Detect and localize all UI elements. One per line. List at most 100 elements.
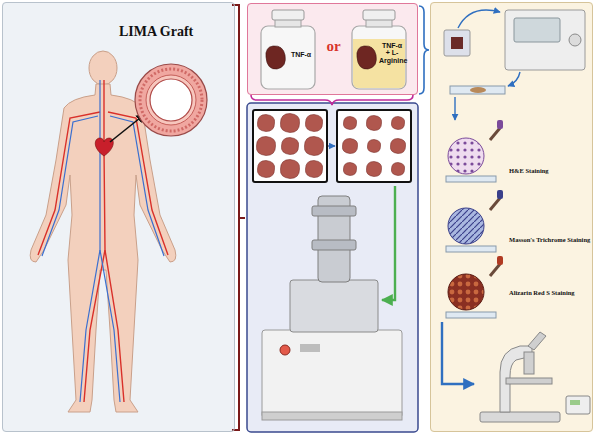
cryostat-machine bbox=[505, 10, 585, 70]
tissue-piece bbox=[390, 139, 405, 154]
glass-slide bbox=[450, 86, 505, 94]
stained-section bbox=[490, 264, 500, 276]
glass-slide bbox=[450, 86, 505, 120]
histology-panel: H&E StainingMasson's Trichrome StainingA… bbox=[430, 2, 593, 432]
flow-arrow bbox=[382, 186, 395, 300]
bottle-cap bbox=[272, 10, 304, 20]
light-microscope bbox=[506, 378, 552, 384]
cryostat-machine bbox=[514, 18, 560, 42]
stained-section bbox=[448, 208, 484, 244]
grouping-bracket bbox=[239, 217, 245, 219]
electron-microscope bbox=[280, 345, 290, 355]
tissue-pieces bbox=[256, 114, 405, 179]
cryostat-machine bbox=[444, 30, 470, 56]
vein-lines bbox=[42, 116, 98, 256]
vein-lines bbox=[42, 80, 164, 402]
electron-microscope bbox=[290, 280, 378, 332]
bottle-body bbox=[261, 26, 315, 89]
electron-microscope bbox=[312, 206, 356, 216]
bottle-label: TNF-α + L- Arginine bbox=[379, 42, 405, 64]
panel-background bbox=[430, 2, 593, 432]
panel-background bbox=[2, 2, 235, 432]
bottle-body bbox=[352, 26, 406, 89]
grouping-brace bbox=[251, 95, 413, 105]
tissue-sample bbox=[357, 46, 376, 69]
tissue-piece bbox=[391, 117, 404, 130]
human-body bbox=[30, 84, 176, 412]
stained-section bbox=[490, 128, 500, 140]
light-microscope bbox=[480, 412, 560, 422]
flow-arrow bbox=[382, 186, 395, 300]
light-microscope bbox=[566, 396, 590, 414]
stain-label: Masson's Trichrome Staining bbox=[509, 237, 591, 244]
stained-section bbox=[490, 198, 500, 210]
panel-background bbox=[247, 3, 418, 95]
stained-section bbox=[497, 190, 503, 199]
tissue-piece bbox=[280, 114, 299, 133]
cryostat-machine bbox=[569, 34, 581, 46]
glass-slide bbox=[470, 87, 486, 93]
artery-lines bbox=[84, 80, 105, 402]
tissue-piece bbox=[343, 163, 356, 176]
tissue-grid-frame bbox=[253, 110, 411, 182]
treatment-box: orTNF-α TNF-α + L- Arginine bbox=[247, 3, 418, 95]
electron-microscope bbox=[300, 344, 320, 352]
light-microscope bbox=[480, 332, 590, 422]
vein-lines bbox=[80, 80, 100, 402]
flow-arrow bbox=[442, 322, 474, 384]
tissue-piece bbox=[367, 140, 380, 153]
electron-microscope bbox=[262, 330, 402, 418]
cryostat-machine bbox=[508, 72, 520, 86]
tissue-sample bbox=[266, 46, 285, 69]
tissue-piece bbox=[257, 115, 274, 132]
grouping-brace bbox=[251, 95, 413, 105]
artery-cross-section bbox=[146, 75, 196, 125]
tissue-grid-frame bbox=[337, 110, 411, 182]
tissue-piece bbox=[305, 161, 322, 178]
artery-lines bbox=[105, 250, 124, 402]
panel-background bbox=[247, 103, 418, 432]
stained-section bbox=[497, 256, 503, 265]
stained-section bbox=[446, 120, 503, 318]
cryostat-machine bbox=[458, 10, 500, 28]
conjunction-label: or bbox=[319, 39, 348, 55]
bottle-outline bbox=[348, 9, 410, 91]
reagent-bottle: TNF-α bbox=[257, 9, 319, 91]
tissue-piece bbox=[343, 117, 356, 130]
artery-lines bbox=[38, 112, 100, 255]
electron-microscope bbox=[262, 196, 402, 420]
tissue-piece bbox=[304, 137, 323, 156]
grouping-brace bbox=[419, 6, 429, 94]
artery-cross-section bbox=[140, 69, 202, 131]
bottle-cap bbox=[363, 10, 395, 20]
tissue-piece bbox=[366, 162, 381, 177]
bottle-liquid bbox=[353, 39, 405, 88]
tissue-piece bbox=[281, 138, 298, 155]
stain-label: Alizarin Red S Staining bbox=[509, 290, 591, 297]
bottle-label: TNF-α bbox=[287, 51, 315, 58]
artery-cross-section bbox=[135, 64, 207, 136]
reagent-bottle: TNF-α + L- Arginine bbox=[348, 9, 410, 91]
electron-microscope bbox=[312, 240, 356, 250]
panel-title: LIMA Graft bbox=[119, 25, 231, 40]
cryostat-machine bbox=[444, 10, 585, 86]
illustration-panel: LIMA Graft bbox=[2, 2, 235, 432]
tissue-piece bbox=[280, 160, 299, 179]
tissue-piece bbox=[391, 163, 404, 176]
light-microscope bbox=[570, 400, 580, 405]
artery-cross-section bbox=[150, 79, 192, 121]
stained-section bbox=[497, 120, 503, 129]
stained-section bbox=[446, 312, 496, 318]
tissue-piece bbox=[342, 139, 357, 154]
light-microscope bbox=[524, 352, 534, 374]
panel-background bbox=[2, 2, 593, 432]
stained-section bbox=[448, 274, 484, 310]
stain-label: H&E Staining bbox=[509, 168, 591, 175]
electron-microscope bbox=[262, 412, 402, 420]
tissue-piece bbox=[257, 161, 274, 178]
stained-section bbox=[446, 176, 496, 182]
vein-lines bbox=[100, 250, 120, 402]
tissue-piece bbox=[305, 115, 322, 132]
artery-cross-section bbox=[135, 64, 207, 136]
